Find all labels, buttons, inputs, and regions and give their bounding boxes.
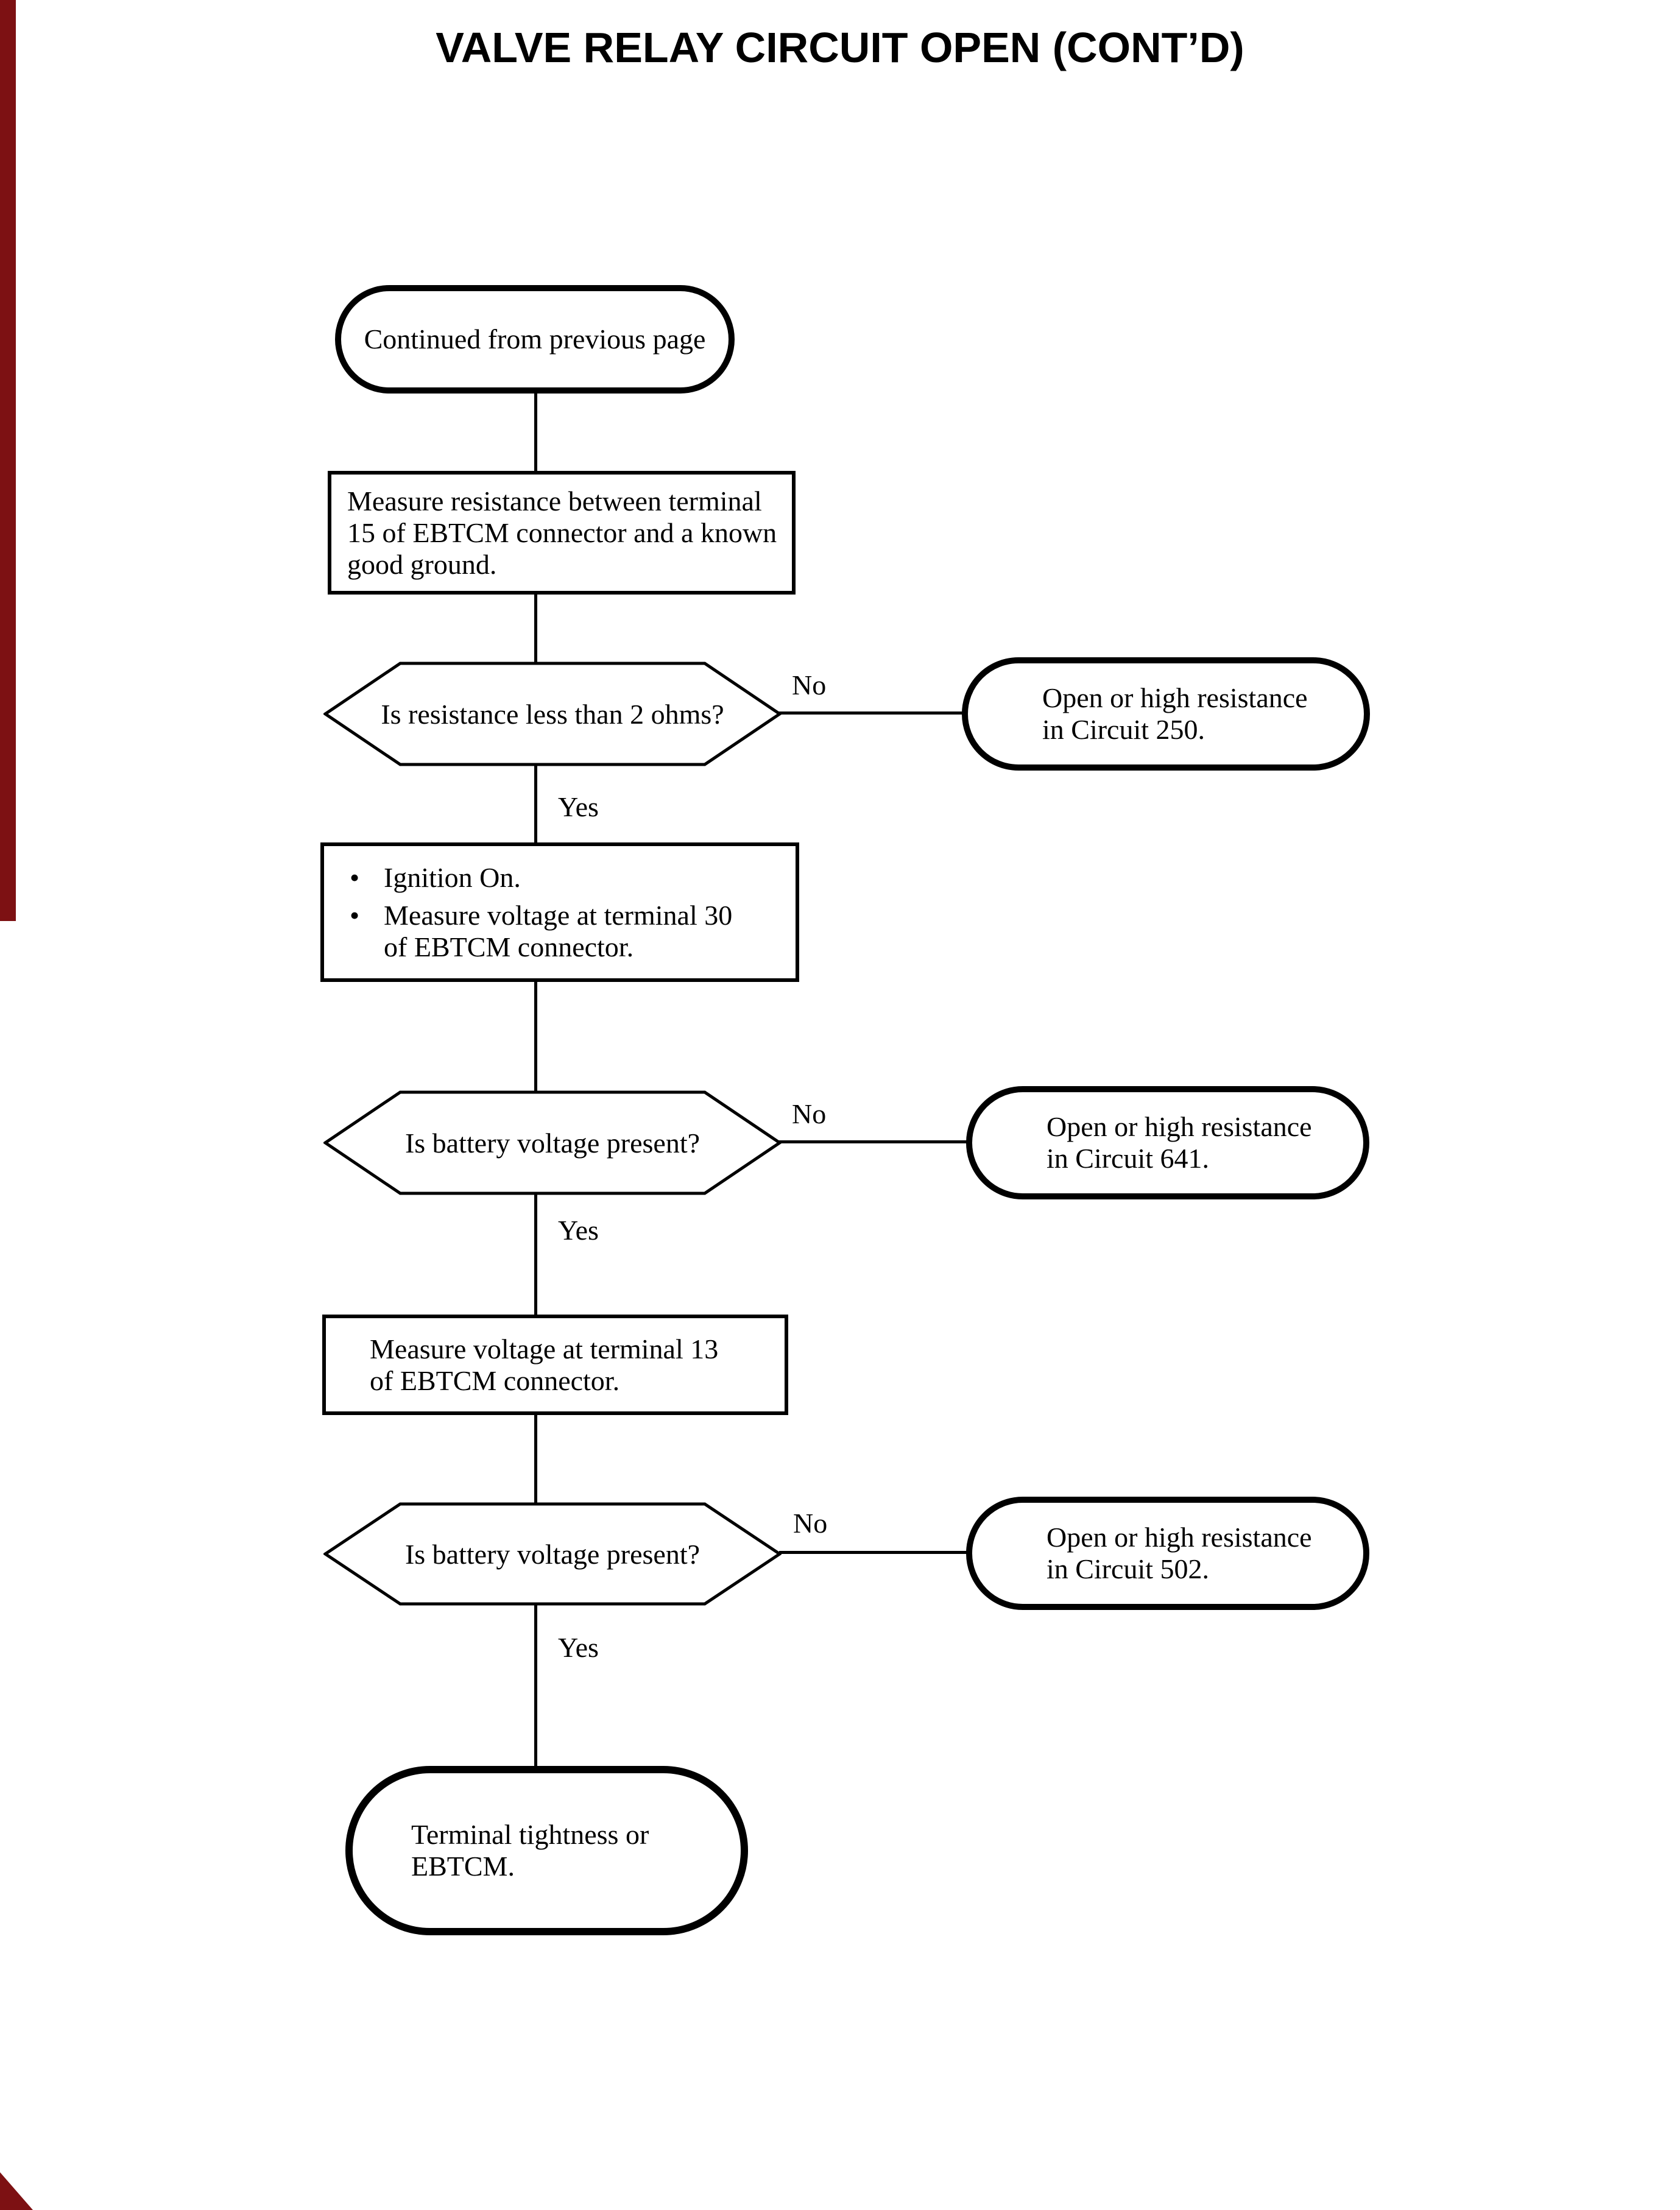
scan-artifact-left-band	[0, 0, 16, 921]
scan-artifact-bottom-left	[0, 2172, 33, 2210]
connector-line	[534, 981, 537, 1093]
text-line: 15 of EBTCM connector and a known	[347, 517, 777, 548]
connector-line	[534, 765, 537, 844]
result-terminator-2-text: Open or high resistance in Circuit 641.	[1046, 1111, 1312, 1174]
start-terminator: Continued from previous page	[335, 285, 735, 394]
bullet-marker: •	[350, 899, 360, 931]
hexagon-shape	[323, 1502, 782, 1606]
decision-hexagon-3-text: Is battery voltage present?	[404, 1538, 701, 1570]
process-box-1: Measure resistance between terminal 15 o…	[328, 471, 796, 595]
text-line: EBTCM.	[411, 1851, 515, 1882]
no-label-3: No	[793, 1508, 828, 1539]
text-line: Open or high resistance	[1046, 1111, 1312, 1142]
hexagon-shape	[323, 662, 782, 766]
result-terminator-1: Open or high resistance in Circuit 250.	[962, 657, 1370, 771]
text-line: Measure voltage at terminal 30	[384, 899, 733, 931]
decision-hexagon-1: Is resistance less than 2 ohms?	[323, 662, 782, 766]
decision-hexagon-1-text: Is resistance less than 2 ohms?	[381, 698, 724, 730]
text-line: Measure voltage at terminal 13	[370, 1333, 719, 1364]
connector-line	[534, 1194, 537, 1317]
process-box-2-text: • Ignition On. • Measure voltage at term…	[324, 862, 732, 963]
result-terminator-1-text: Open or high resistance in Circuit 250.	[1042, 682, 1308, 746]
bullet-text: Measure voltage at terminal 30 of EBTCM …	[384, 900, 732, 963]
result-terminator-3: Open or high resistance in Circuit 502.	[966, 1497, 1369, 1610]
text-line: Measure resistance between terminal	[347, 485, 762, 517]
process-box-2: • Ignition On. • Measure voltage at term…	[320, 842, 799, 982]
result-terminator-2: Open or high resistance in Circuit 641.	[966, 1086, 1369, 1199]
connector-line	[534, 592, 537, 664]
yes-label-3: Yes	[558, 1632, 599, 1663]
text-line: in Circuit 250.	[1042, 714, 1205, 745]
text-line: good ground.	[347, 548, 497, 580]
bullet-item: • Ignition On.	[324, 862, 732, 894]
text-line: of EBTCM connector.	[384, 931, 634, 962]
bullet-marker: •	[350, 861, 360, 893]
connector-line	[779, 1551, 969, 1554]
yes-label-1: Yes	[558, 791, 599, 822]
no-label-2: No	[792, 1098, 827, 1129]
decision-hexagon-3: Is battery voltage present?	[323, 1502, 782, 1606]
bullet-text: Ignition On.	[384, 861, 521, 893]
text-line: Terminal tightness or	[411, 1819, 649, 1850]
connector-line	[534, 391, 537, 474]
text-line: Open or high resistance	[1042, 682, 1308, 713]
end-terminator: Terminal tightness or EBTCM.	[345, 1766, 748, 1935]
process-box-3: Measure voltage at terminal 13 of EBTCM …	[322, 1315, 788, 1415]
text-line: Open or high resistance	[1046, 1522, 1312, 1553]
hexagon-shape	[323, 1090, 782, 1195]
process-box-1-text: Measure resistance between terminal 15 o…	[347, 485, 777, 581]
end-terminator-text: Terminal tightness or EBTCM.	[411, 1819, 649, 1882]
text-line: in Circuit 502.	[1046, 1553, 1210, 1584]
no-label-1: No	[792, 669, 827, 701]
connector-line	[534, 1414, 537, 1504]
yes-label-2: Yes	[558, 1215, 599, 1246]
decision-hexagon-2-text: Is battery voltage present?	[404, 1127, 701, 1159]
page-title: VALVE RELAY CIRCUIT OPEN (CONT’D)	[436, 24, 1244, 71]
bullet-item: • Measure voltage at terminal 30 of EBTC…	[324, 900, 732, 963]
connector-line	[534, 1605, 537, 1769]
process-box-3-text: Measure voltage at terminal 13 of EBTCM …	[370, 1333, 718, 1397]
result-terminator-3-text: Open or high resistance in Circuit 502.	[1046, 1522, 1312, 1585]
connector-line	[778, 1140, 969, 1143]
start-terminator-text: Continued from previous page	[364, 323, 706, 355]
text-line: of EBTCM connector.	[370, 1364, 620, 1396]
decision-hexagon-2: Is battery voltage present?	[323, 1090, 782, 1195]
text-line: in Circuit 641.	[1046, 1143, 1210, 1174]
connector-line	[778, 711, 964, 715]
